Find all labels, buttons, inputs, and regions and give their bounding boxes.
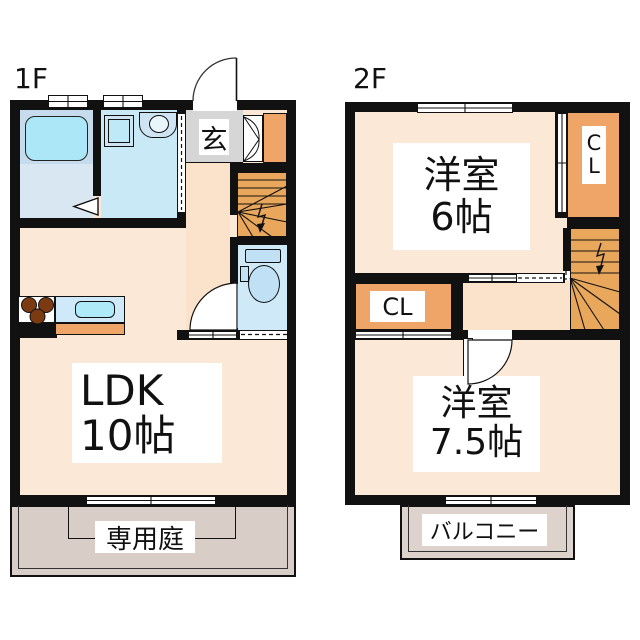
washbasin-bowl	[149, 115, 169, 133]
ldk-name: LDK	[80, 365, 164, 415]
balcony-inner-line	[408, 505, 567, 552]
stairs-bottom-wall-1f	[230, 237, 296, 245]
entrance-step-line	[186, 161, 243, 163]
closet-left-wall	[452, 283, 463, 330]
hallway-2f	[463, 283, 570, 330]
toilet-tank-icon	[245, 249, 281, 263]
staircase-2f	[570, 228, 620, 330]
hallway-1f	[186, 163, 230, 330]
garden-inner-line	[18, 505, 288, 569]
entrance-stairs-wall	[230, 163, 296, 172]
room75-label-box: 洋室 7.5帖	[413, 376, 540, 472]
shoe-cabinet	[263, 113, 287, 163]
stairs-left-wall-2f	[563, 228, 571, 271]
closet-right-label-box: C L	[582, 126, 606, 184]
closet-right-label-line2: L	[588, 154, 600, 178]
stairs-left-wall-1f	[230, 163, 238, 215]
staircase-1f	[237, 172, 287, 237]
room6-label-box: 洋室 6帖	[393, 143, 530, 250]
balcony-label: バルコニー	[422, 514, 547, 546]
room75-door-opening	[468, 330, 512, 340]
closet-right-sliding-door	[557, 113, 567, 213]
room6-sliding-door	[468, 274, 517, 282]
room6-name: 洋室	[423, 153, 500, 198]
closet-stairs-wall	[567, 218, 620, 228]
room75-name: 洋室	[440, 383, 513, 425]
stove-unit	[18, 296, 55, 323]
front-door-arc-icon	[192, 57, 237, 102]
front-door-opening	[193, 100, 237, 111]
bathtub-icon	[25, 116, 88, 161]
toilet-door-opening	[230, 284, 238, 328]
washroom-window	[103, 95, 143, 108]
closet-left-label: CL	[370, 291, 425, 322]
washroom-bottom-wall	[10, 218, 186, 228]
bathroom-window	[48, 95, 88, 108]
kitchen-counter-front	[55, 323, 125, 335]
closet-left-sliding-door	[355, 331, 452, 339]
ldk-size: 10帖	[80, 411, 176, 460]
floor1-title: 1F	[14, 62, 48, 95]
toilet-bowl-icon	[248, 265, 280, 303]
shoe-cabinet-doors	[243, 115, 263, 162]
room75-window	[445, 496, 537, 505]
room6-dashed-opening	[517, 274, 563, 282]
room6-size: 6帖	[430, 194, 493, 239]
bathroom-lower	[20, 164, 93, 218]
ldk-window	[86, 496, 216, 505]
room75-size: 7.5帖	[429, 422, 524, 463]
toilet-flush-box	[240, 266, 249, 282]
kitchen-sink-icon	[75, 301, 115, 318]
toilet-bottom-dashed-wall	[240, 331, 287, 339]
ldk-label-box: LDK 10帖	[72, 363, 222, 463]
room6-window	[417, 103, 513, 113]
washing-machine-drum	[108, 119, 130, 143]
washroom-sliding-door	[177, 113, 186, 213]
garden-label: 専用庭	[95, 521, 195, 555]
bath-washroom-wall	[93, 110, 101, 196]
closet-right-label-line1: C	[586, 131, 602, 156]
kitchen-wall-stub	[10, 322, 57, 338]
hall-ldk-sliding-door	[188, 331, 237, 339]
room6-hall-wall	[345, 273, 565, 283]
entrance-label: 玄	[199, 119, 229, 156]
floor2-title: 2F	[353, 62, 387, 95]
